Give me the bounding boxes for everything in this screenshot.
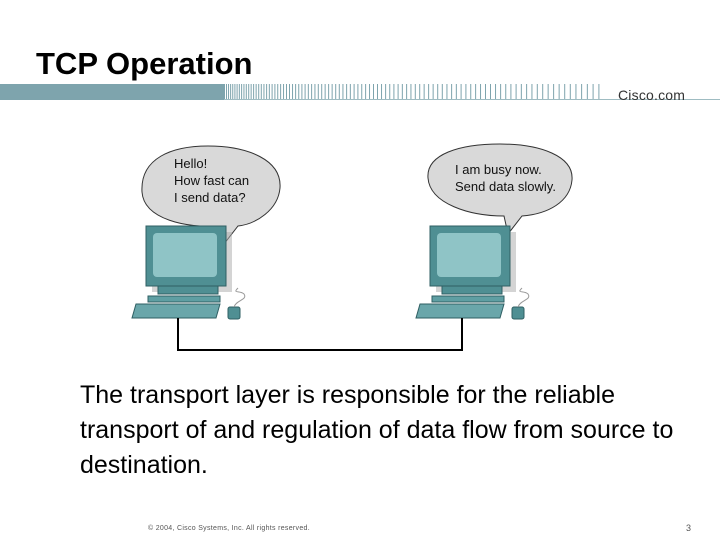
page-number: 3: [686, 523, 692, 533]
tcp-diagram: [131, 143, 573, 351]
left-bubble-text: Hello! How fast can I send data?: [174, 155, 249, 206]
slide-title: TCP Operation: [36, 46, 253, 81]
left-speech-bubble: [141, 145, 281, 246]
left-bubble-line: I send data?: [174, 190, 246, 205]
body-text: The transport layer is responsible for t…: [80, 381, 674, 479]
left-bubble-line: How fast can: [174, 173, 250, 188]
source-computer-icon: [131, 225, 246, 320]
right-speech-bubble: [427, 143, 573, 236]
right-bubble-text: I am busy now. Send data slowly.: [455, 161, 556, 195]
left-bubble-line: Hello!: [174, 156, 208, 171]
footer-copyright: © 2004, Cisco Systems, Inc. All rights r…: [148, 525, 310, 532]
title-divider-bar: [0, 84, 720, 100]
right-bubble-line: Send data slowly.: [455, 179, 556, 194]
cisco-logo: Cisco.com: [618, 87, 686, 103]
right-bubble-line: I am busy now.: [455, 162, 542, 177]
network-cable: [177, 318, 463, 351]
destination-computer-icon: [415, 225, 530, 320]
